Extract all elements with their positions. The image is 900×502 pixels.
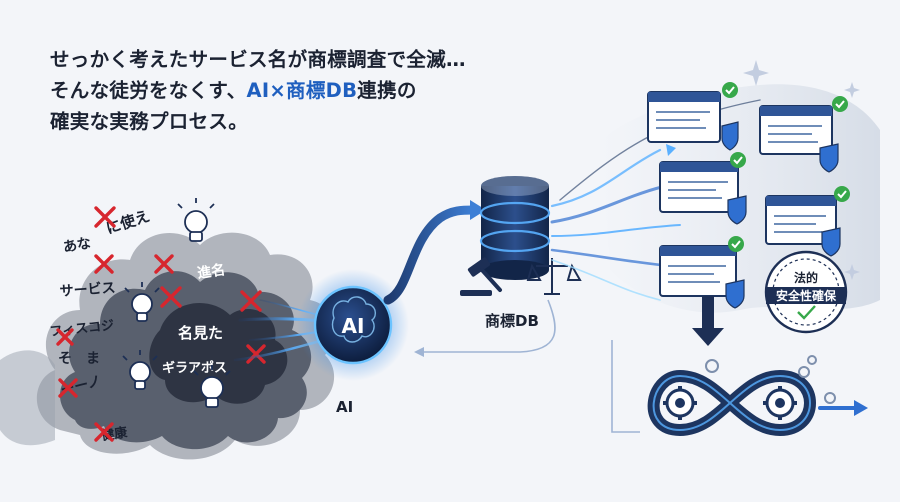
red-x-icon: [94, 254, 114, 274]
seal-text-main: 安全性確保: [776, 288, 837, 303]
continuous-process-loop: [647, 355, 868, 437]
document-card: [659, 236, 745, 309]
red-x-icon: [94, 206, 116, 228]
lightbulb-icon: [124, 282, 160, 322]
verified-documents: [647, 82, 850, 309]
cloud-fragment-3: サービス: [59, 280, 116, 300]
gear-icon: [663, 386, 697, 420]
shield-icon: [727, 195, 747, 225]
red-x-icon: [58, 378, 78, 398]
cloud-fragment-6: ま: [86, 351, 100, 367]
sparkle-icon: [844, 264, 860, 280]
red-x-icon: [160, 286, 182, 308]
db-label: 商標DB: [485, 312, 539, 330]
check-icon: [797, 305, 816, 320]
cloud-fragment-10: 名見た: [178, 324, 223, 342]
headline: せっかく考えたサービス名が商標調査で全滅… そんな徒労をなくす、AI×商標DB連…: [50, 44, 610, 137]
cloud-fragments: に使え あな サービス フィスコジ そ ま ーーノ 健康 進名 名見た ギラアポ…: [49, 207, 227, 444]
arrow-right-icon: [854, 400, 868, 416]
document-card: [765, 186, 850, 257]
check-icon: [728, 236, 744, 252]
cloud-fragment-2: あな: [62, 235, 92, 256]
scales-of-justice-icon: [526, 258, 582, 295]
document-card: [759, 96, 848, 173]
check-icon: [832, 96, 848, 112]
return-line: [611, 340, 640, 433]
idea-cloud: [0, 232, 336, 460]
ai-label: AI: [336, 398, 354, 416]
shield-icon: [725, 279, 745, 309]
lightbulbs: [122, 198, 231, 408]
db-output-streams: [550, 99, 761, 301]
headline-line-1: せっかく考えたサービス名が商標調査で全滅…: [50, 48, 466, 71]
ai-badge-text: AI: [342, 314, 365, 338]
headline-accent: AI×商標DB: [246, 79, 358, 102]
ai-brain-node: AI: [297, 269, 409, 381]
red-x-icon: [56, 328, 74, 346]
gavel-icon: [460, 257, 502, 296]
sparkles: [743, 60, 860, 280]
arrow-head-icon: [414, 347, 424, 357]
cloud-fragment-11: ギラアポス: [162, 360, 227, 376]
check-icon: [722, 82, 738, 98]
down-arrow: [692, 296, 724, 346]
seal-text-top: 法的: [794, 270, 818, 285]
shield-icon: [721, 121, 739, 151]
brain-icon: [331, 296, 377, 343]
headline-line-3: 確実な実務プロセス。: [50, 110, 249, 133]
headline-line-2-suffix: 連携の: [357, 79, 417, 102]
lightbulb-icon: [193, 365, 231, 408]
small-gear-icon: [705, 355, 836, 404]
sparkle-icon: [844, 82, 860, 98]
arrow-down-icon: [692, 328, 724, 346]
shield-icon: [821, 227, 841, 257]
red-x-icon: [240, 290, 262, 312]
lightbulb-icon: [177, 198, 215, 242]
sparkle-icon: [743, 60, 769, 86]
arrow-head-icon: [666, 144, 676, 156]
lightbulb-icon: [122, 350, 158, 390]
gear-icon: [763, 386, 797, 420]
safety-seal: 法的 安全性確保: [764, 250, 848, 334]
trademark-database: [460, 176, 582, 296]
arrow-head-icon: [470, 200, 486, 220]
red-x-icon: [246, 344, 266, 364]
rejection-marks: [56, 206, 266, 442]
document-card: [647, 82, 739, 151]
check-icon: [730, 152, 746, 168]
red-x-icon: [154, 254, 174, 274]
ai-db-connection: [383, 200, 556, 357]
red-x-icon: [94, 422, 114, 442]
cloud-fragment-5: そ: [58, 351, 72, 367]
shield-icon: [819, 143, 839, 173]
document-card: [659, 152, 747, 225]
check-icon: [834, 186, 850, 202]
headline-line-2: そんな徒労をなくす、AI×商標DB連携の: [50, 75, 610, 106]
cloud-fragment-9: 進名: [196, 261, 226, 282]
headline-line-2-prefix: そんな徒労をなくす、: [50, 79, 247, 102]
